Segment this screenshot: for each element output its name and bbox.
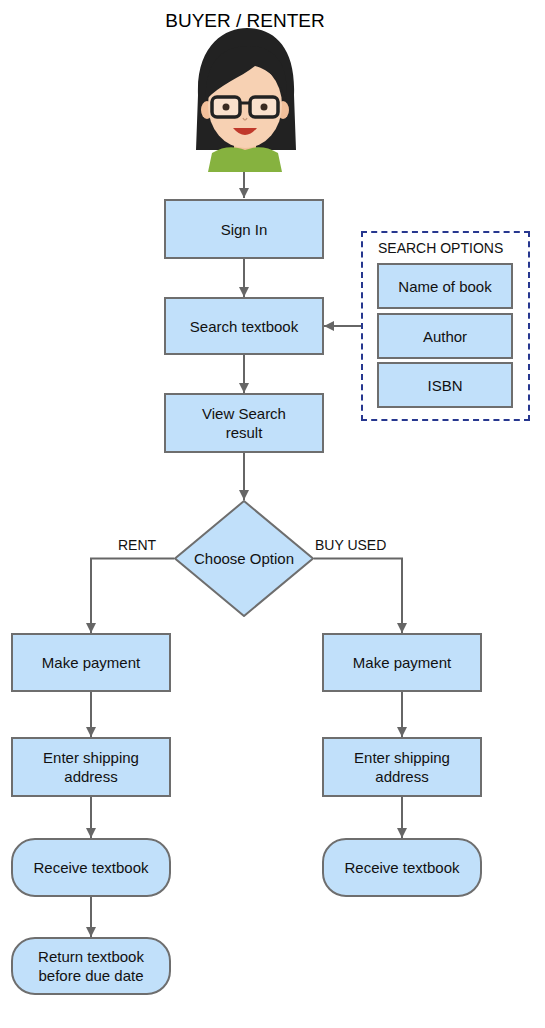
- avatar-mouth: [233, 128, 257, 135]
- node-label: ISBN: [427, 376, 462, 395]
- flow-arrow: [91, 559, 174, 634]
- avatar-glasses: [250, 97, 278, 117]
- diamond-shape: [175, 501, 313, 616]
- diagram-title: BUYER / RENTER: [0, 9, 490, 33]
- process-box: Make payment: [322, 633, 482, 692]
- avatar-face: [208, 62, 282, 148]
- flow-arrow: [90, 797, 92, 838]
- process-box: Sign In: [164, 199, 324, 259]
- process-box: Search textbook: [164, 297, 324, 355]
- node-label: Enter shipping address: [336, 748, 468, 786]
- flow-arrow: [243, 355, 245, 393]
- avatar-shirt: [208, 147, 282, 172]
- avatar-arrow: [243, 172, 245, 198]
- terminal-box: Receive textbook: [11, 838, 171, 897]
- option-box: ISBN: [377, 362, 513, 408]
- node-label: Name of book: [398, 277, 491, 296]
- node-label: Receive textbook: [344, 858, 459, 877]
- process-box: Enter shipping address: [322, 737, 482, 797]
- node-label: Sign In: [221, 220, 268, 239]
- avatar-neck: [234, 132, 256, 154]
- avatar-nose: [243, 118, 247, 120]
- avatar-ear: [201, 101, 213, 119]
- group-heading: SEARCH OPTIONS: [378, 240, 503, 257]
- options-group: SEARCH OPTIONS Name of bookAuthorISBN: [361, 231, 530, 421]
- edge-label: BUY USED: [315, 537, 386, 554]
- avatar-glasses-bridge: [240, 102, 250, 105]
- flow-arrow: [243, 453, 245, 500]
- terminal-box: Receive textbook: [322, 838, 482, 897]
- node-label: Choose Option: [194, 549, 294, 568]
- avatar-hair: [196, 28, 296, 150]
- flow-arrow: [90, 897, 92, 937]
- edge-label: RENT: [118, 537, 156, 554]
- flow-arrow: [90, 692, 92, 737]
- flow-arrow: [324, 325, 361, 327]
- process-box: Make payment: [11, 633, 171, 692]
- node-label: Make payment: [42, 653, 140, 672]
- avatar-bangs: [206, 46, 287, 100]
- flow-arrow: [401, 692, 403, 737]
- avatar-eye: [261, 104, 268, 111]
- avatar-ear: [277, 101, 289, 119]
- node-label: Make payment: [353, 653, 451, 672]
- node-label: Author: [423, 327, 467, 346]
- avatar-glasses: [212, 97, 240, 117]
- node-label: Return textbook before due date: [25, 947, 157, 985]
- flow-arrow: [314, 559, 402, 634]
- option-box: Author: [377, 313, 513, 359]
- node-label: Enter shipping address: [25, 748, 157, 786]
- process-box: Enter shipping address: [11, 737, 171, 797]
- process-box: View Search result: [164, 393, 324, 453]
- decision-diamond: Choose Option: [174, 500, 314, 617]
- node-label: Search textbook: [190, 317, 298, 336]
- terminal-box: Return textbook before due date: [11, 937, 171, 995]
- flow-arrow: [243, 259, 245, 297]
- option-box: Name of book: [377, 263, 513, 309]
- avatar-eye: [223, 104, 230, 111]
- node-label: Receive textbook: [33, 858, 148, 877]
- flow-arrow: [401, 797, 403, 838]
- node-label: View Search result: [190, 404, 298, 442]
